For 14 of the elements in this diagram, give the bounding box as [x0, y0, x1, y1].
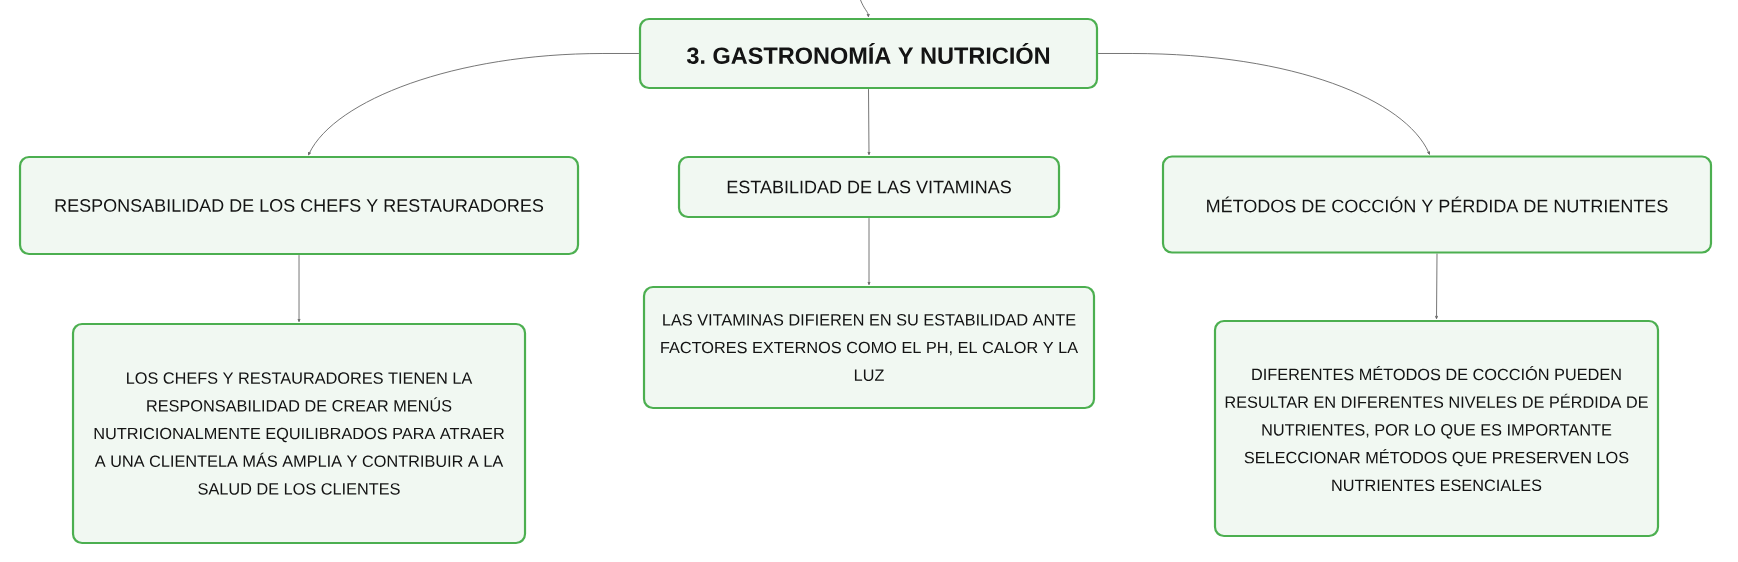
note-box: DIFERENTES MÉTODOS DE COCCIÓN PUEDEN RESULTAR EN DIFERENTES NIVELES DE PÉRDIDA DE NUTRIENTES, POR LO QUE ES IMPORTANTE SELECCIONAR MÉTODOS QUE PRESERVEN LOS NUTRIENTES ESENCIALES	[1213, 319, 1660, 538]
curved-arrow	[1097, 53, 1430, 155]
arrow	[867, 217, 871, 286]
note-box: LOS CHEFS Y RESTAURADORES TIENEN LA RESPONSABILIDAD DE CREAR MENÚS NUTRICIONALMENTE EQUILIBRADOS PARA ATRAER A UNA CLIENTELA MÁS AMPLIA Y CONTRIBUIR A LA SALUD DE LOS CLIENTES	[71, 322, 527, 545]
subtopic-box: RESPONSABILIDAD DE LOS CHEFS Y RESTAURADORES	[18, 155, 580, 256]
subtopic-box: MÉTODOS DE COCCIÓN Y PÉRDIDA DE NUTRIENTES	[1161, 155, 1713, 254]
curved-arrow	[308, 53, 640, 156]
arrow	[867, 88, 871, 156]
curved-arrow	[860, 0, 870, 18]
subtopic-box: ESTABILIDAD DE LAS VITAMINAS	[677, 155, 1061, 219]
arrow	[1435, 253, 1438, 320]
main-topic-box: 3. GASTRONOMÍA Y NUTRICIÓN	[638, 17, 1099, 90]
arrow	[297, 254, 301, 323]
note-box: LAS VITAMINAS DIFIEREN EN SU ESTABILIDAD ANTE FACTORES EXTERNOS COMO EL PH, EL CALOR Y LA LUZ	[642, 285, 1096, 410]
